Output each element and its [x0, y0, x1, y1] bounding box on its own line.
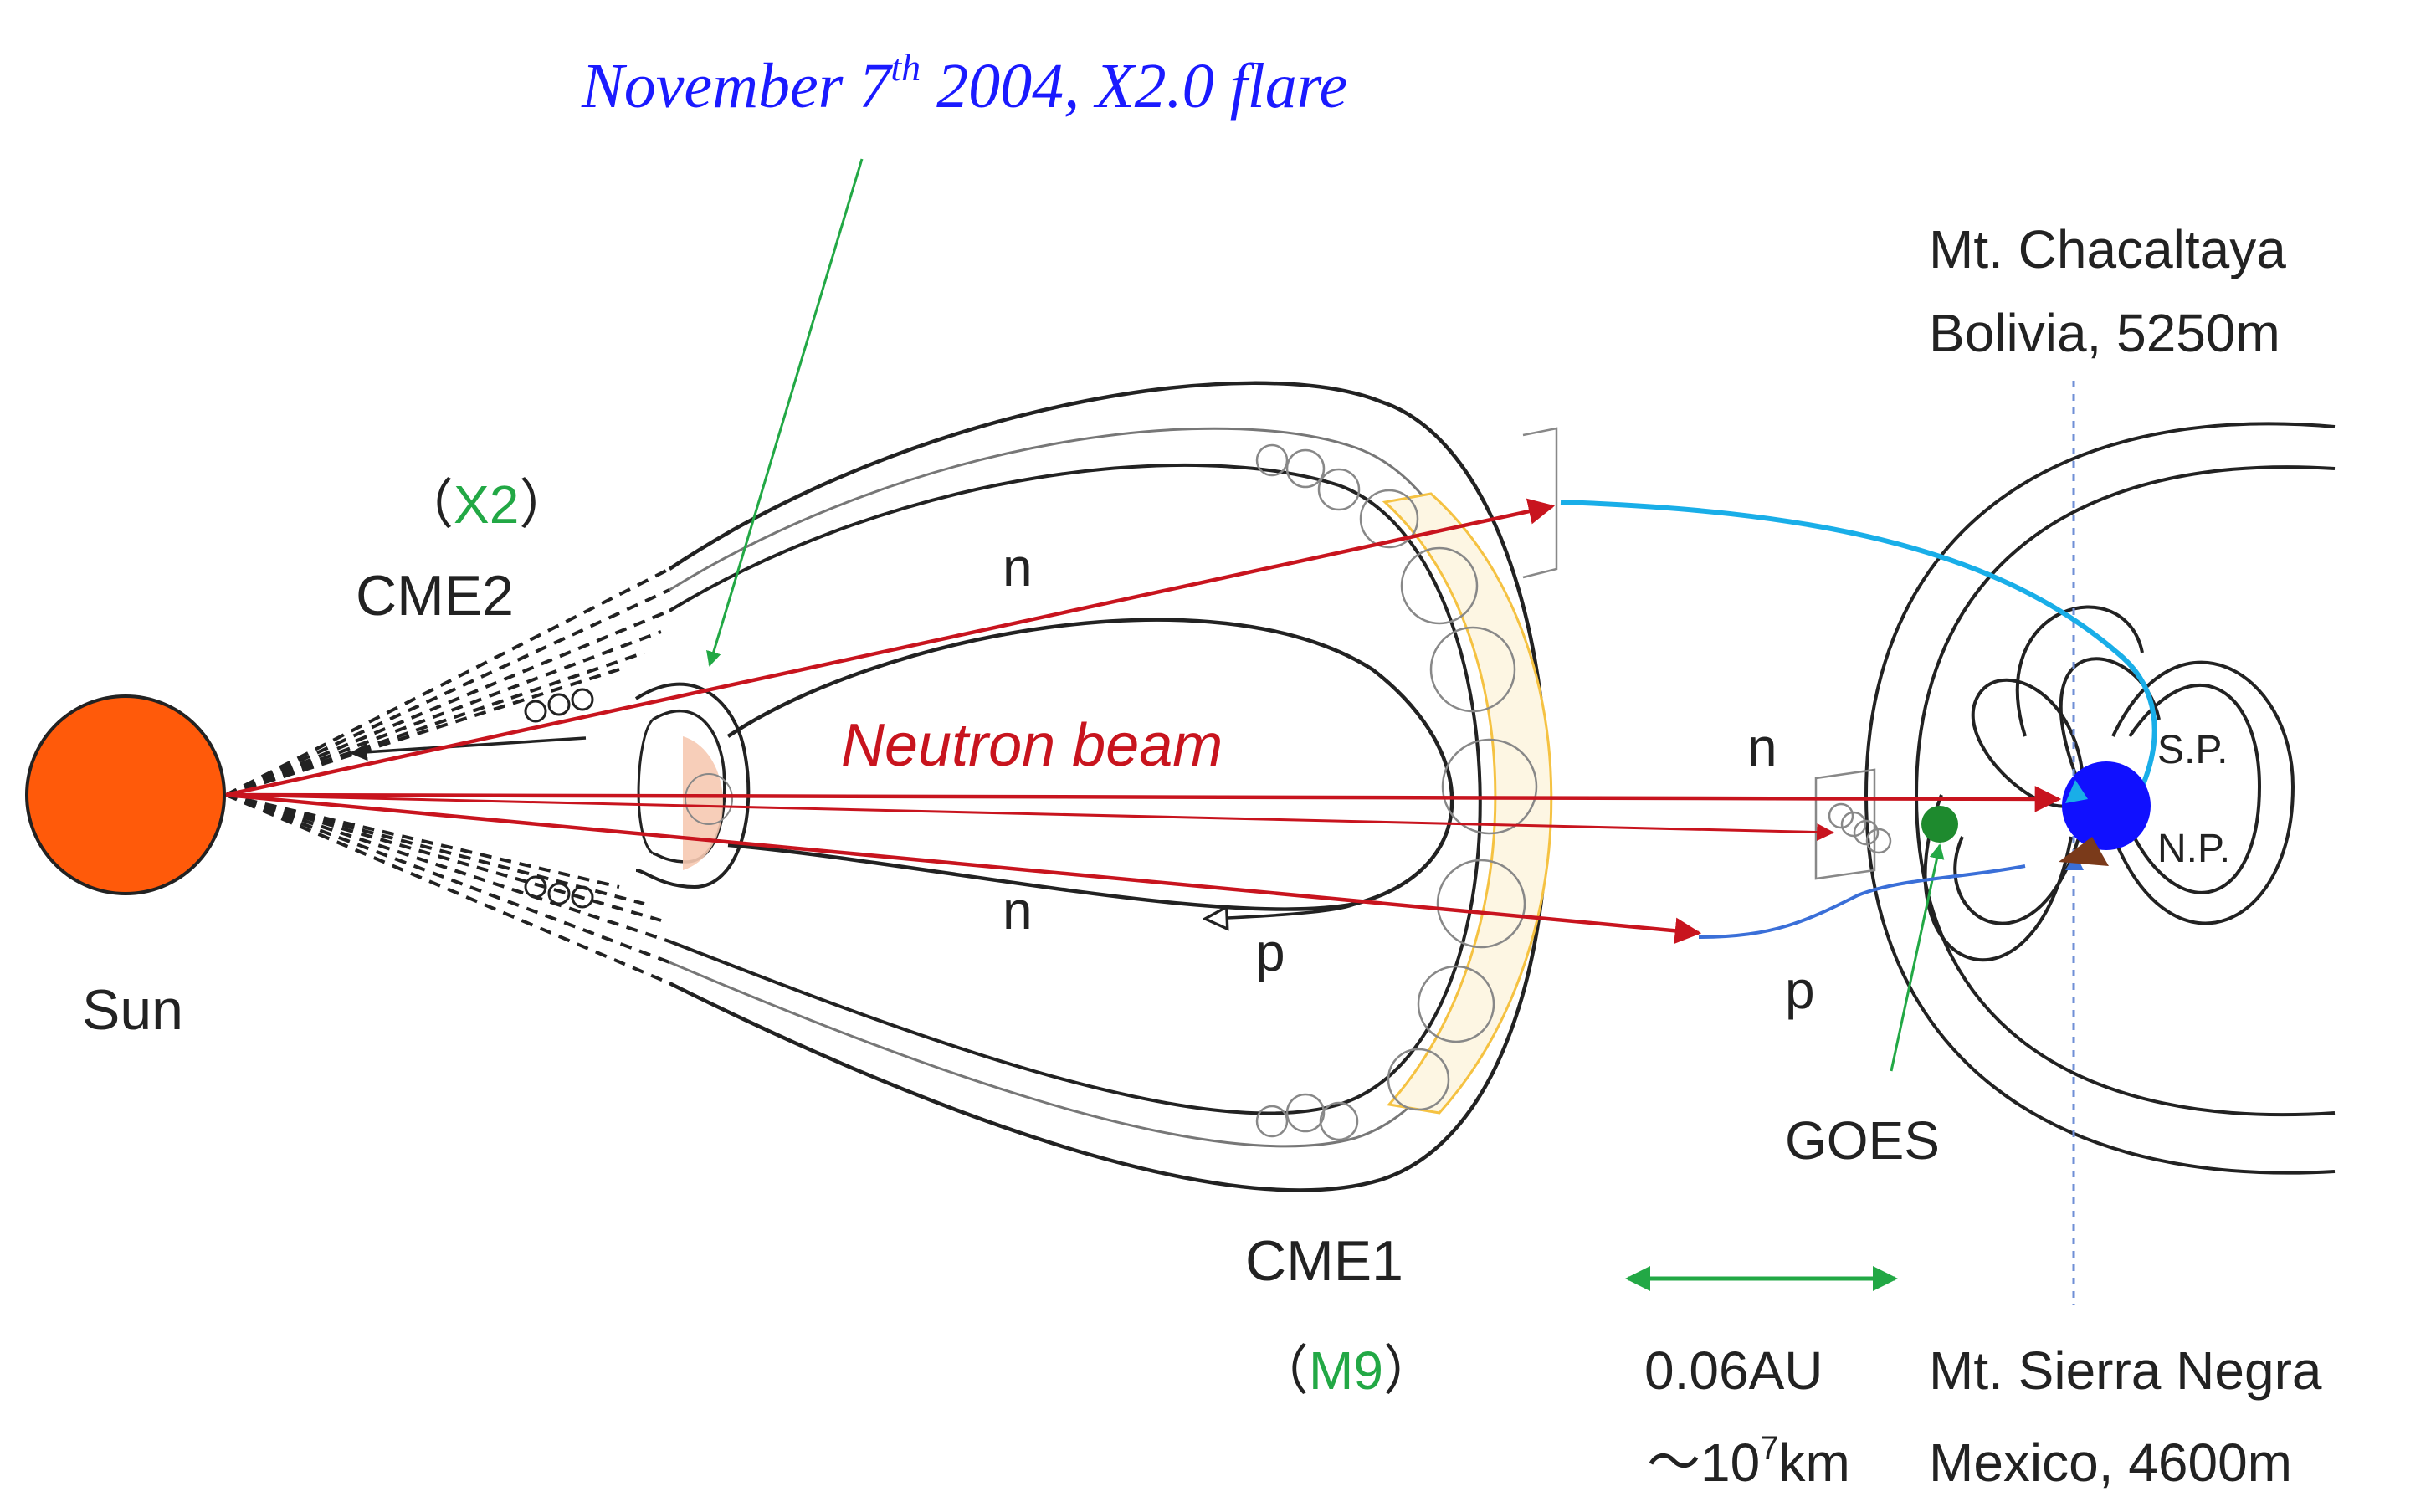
earth — [2059, 761, 2151, 870]
neutron-arrows — [225, 498, 2062, 945]
cme2-class-label: （X2） — [400, 474, 572, 535]
magnetosphere-lines — [1864, 422, 2336, 1175]
proton-path — [1698, 864, 2026, 939]
goes-label: GOES — [1785, 1110, 1940, 1171]
neutron-n-right: n — [1747, 717, 1777, 777]
north-pole-label: N.P. — [2157, 827, 2230, 871]
neutron-n-lower: n — [1003, 880, 1033, 941]
goes-pointer — [1890, 843, 1945, 1072]
south-pole-label: S.P. — [2157, 728, 2228, 772]
sun-field-lines — [225, 567, 670, 985]
field-line-to-chacaltaya — [1560, 500, 2157, 788]
cme1-flux-rope — [1255, 443, 1553, 1141]
cme2-loops — [349, 682, 751, 909]
neutron-n-upper: n — [1003, 537, 1033, 597]
chacaltaya-line1: Mt. Chacaltaya — [1929, 219, 2286, 279]
distance-km-label: ～107km — [1647, 1430, 1850, 1493]
sun-disk — [25, 694, 226, 895]
neutron-beam-label: Neutron beam — [841, 712, 1223, 779]
cme2-label: CME2 — [356, 564, 514, 628]
proton-p-inner: p — [1255, 922, 1285, 982]
goes-satellite — [1921, 806, 1958, 843]
cme1-label: CME1 — [1245, 1229, 1403, 1293]
proton-p-right: p — [1785, 960, 1815, 1020]
distance-au-label: 0.06AU — [1644, 1340, 1823, 1401]
sun-label: Sun — [82, 978, 183, 1042]
sierra-line1: Mt. Sierra Negra — [1929, 1340, 2322, 1401]
chacaltaya-line2: Bolivia, 5250m — [1929, 303, 2280, 363]
cme1-class-label: （M9） — [1255, 1340, 1437, 1401]
goes-bracket — [1522, 427, 1892, 880]
flare-pointer — [706, 158, 864, 667]
sierra-line2: Mexico, 4600m — [1929, 1433, 2292, 1493]
flare-title: November 7th 2004, X2.0 flare — [581, 46, 1347, 121]
